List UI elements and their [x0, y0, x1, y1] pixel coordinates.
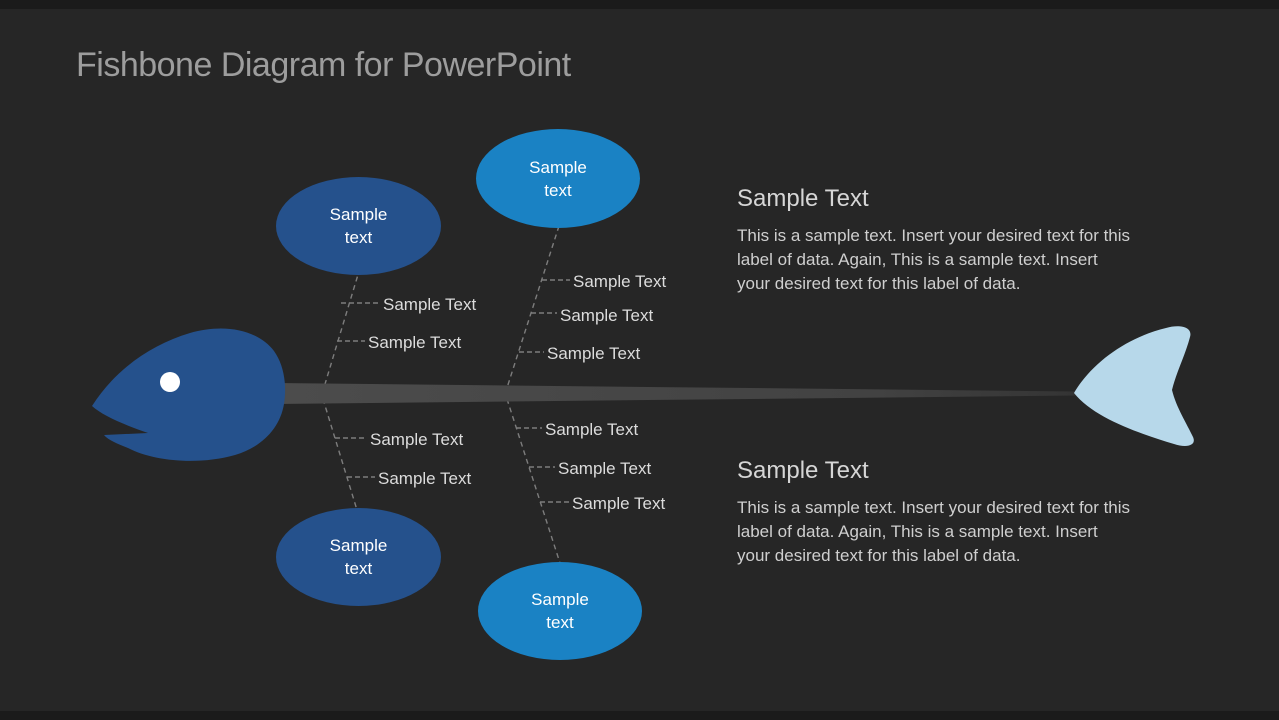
fish-spine — [275, 383, 1076, 404]
section-heading: Sample Text — [737, 185, 869, 212]
cause-bubble-label: Sample text — [329, 205, 388, 247]
bone-bottom-center — [506, 398, 561, 564]
section-body: This is a sample text. Insert your desir… — [737, 498, 1131, 565]
top-edge-band — [0, 0, 1279, 9]
bone-top-left — [321, 267, 361, 395]
bone-top-center — [504, 225, 560, 395]
section-body: This is a sample text. Insert your desir… — [737, 226, 1131, 293]
section-heading: Sample Text — [737, 457, 869, 484]
fish-head-shape — [92, 328, 286, 461]
bone-label: Sample Text — [378, 469, 472, 488]
bone-label: Sample Text — [558, 459, 652, 478]
cause-bubble-label: Sample text — [329, 536, 388, 578]
bone-label: Sample Text — [572, 494, 666, 513]
bone-label: Sample Text — [573, 272, 667, 291]
bone-label: Sample Text — [560, 306, 654, 325]
bone-label: Sample Text — [545, 420, 639, 439]
cause-bubble-bottom-center: Sample text — [478, 562, 642, 660]
cause-bubble-label: Sample text — [529, 157, 587, 200]
bottom-edge-band — [0, 711, 1279, 720]
cause-bubble-label: Sample text — [531, 590, 589, 632]
description-section-bottom: Sample Text This is a sample text. Inser… — [737, 457, 1135, 568]
slide-title: Fishbone Diagram for PowerPoint — [76, 46, 571, 84]
bone-bottom-left — [322, 398, 358, 511]
bone-label: Sample Text — [547, 344, 641, 363]
cause-bubble-top-center: Sample text — [476, 129, 640, 228]
cause-bubble-top-left: Sample text — [276, 177, 441, 275]
bone-label: Sample Text — [383, 295, 477, 314]
cause-bubble-bottom-left: Sample text — [276, 508, 441, 606]
bone-label: Sample Text — [370, 430, 464, 449]
description-section-top: Sample Text This is a sample text. Inser… — [737, 185, 1135, 296]
fish-tail-shape — [1074, 326, 1194, 446]
fish-eye — [160, 372, 180, 392]
bone-label: Sample Text — [368, 333, 462, 352]
